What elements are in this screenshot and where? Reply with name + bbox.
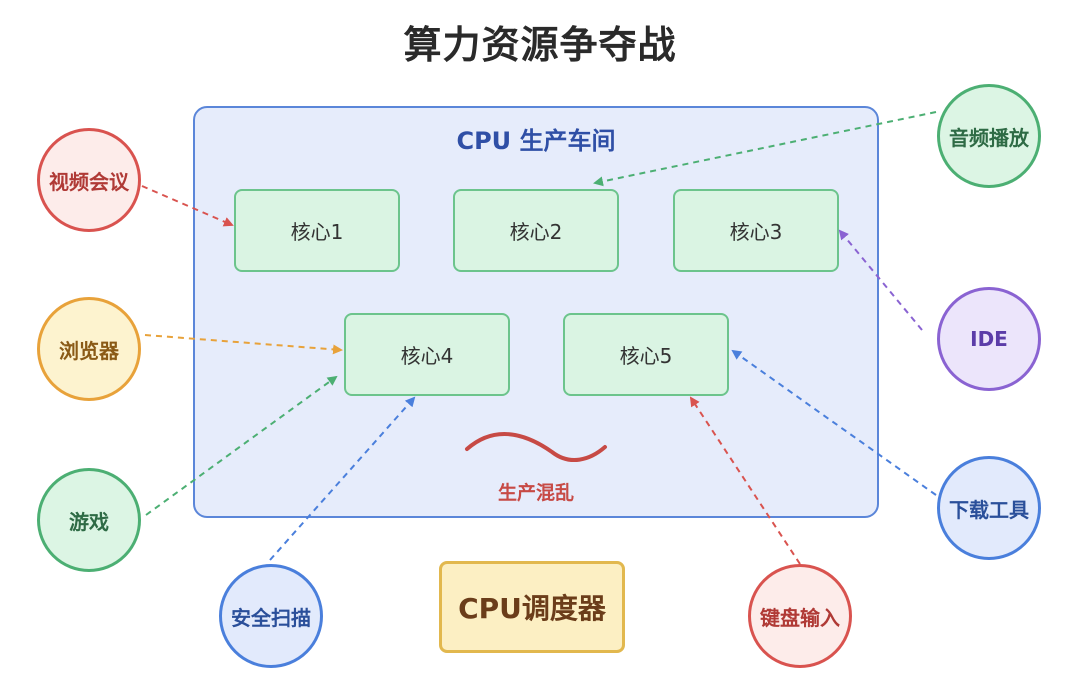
arrow-audio-to-core2 (593, 111, 937, 187)
chaos-wave (465, 432, 607, 462)
task-audio-playback: 音频播放 (937, 84, 1041, 188)
arrow-scan-to-core4 (269, 396, 416, 561)
task-game: 游戏 (37, 468, 141, 572)
chaos-label: 生产混乱 (497, 482, 574, 504)
task-keyboard-input: 键盘输入 (748, 564, 852, 668)
task-browser: 浏览器 (37, 297, 141, 401)
task-download-tool: 下载工具 (937, 456, 1041, 560)
core-1: 核心1 (234, 189, 400, 272)
task-video-meeting: 视频会议 (37, 128, 141, 232)
core-2: 核心2 (453, 189, 619, 272)
core-5: 核心5 (563, 313, 729, 396)
core-4: 核心4 (344, 313, 510, 396)
arrow-video-to-core1 (141, 185, 234, 227)
arrow-download-to-core5 (731, 349, 937, 496)
cpu-workshop (193, 106, 879, 518)
task-security-scan: 安全扫描 (219, 564, 323, 668)
arrow-browser-to-core4 (144, 334, 343, 355)
diagram-title: 算力资源争夺战 (403, 23, 677, 67)
task-ide: IDE (937, 287, 1041, 391)
arrow-ide-to-core3 (838, 229, 923, 331)
cpu-scheduler: CPU调度器 (439, 561, 625, 653)
arrow-keyboard-to-core5 (689, 396, 801, 565)
arrow-game-to-core4 (145, 375, 338, 516)
core-3: 核心3 (673, 189, 839, 272)
workshop-title: CPU 生产车间 (456, 127, 616, 155)
